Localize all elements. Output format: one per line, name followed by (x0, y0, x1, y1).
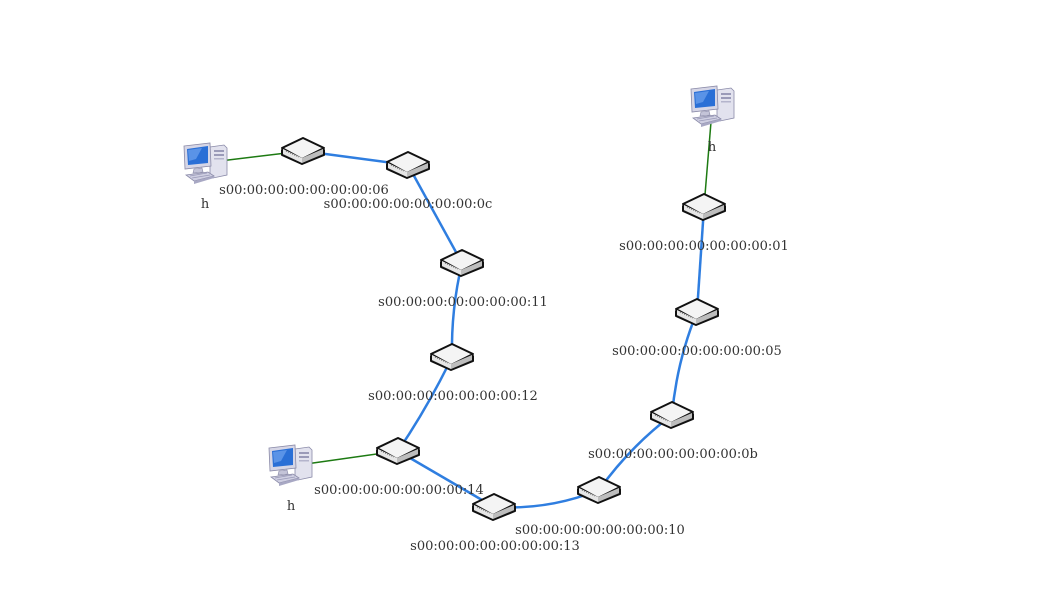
switch-link-line (670, 311, 699, 416)
switch-icon (577, 476, 621, 504)
switch-icon (675, 298, 719, 326)
switch-label: s00:00:00:00:00:00:00:01 (619, 239, 789, 254)
switch-node[interactable]: s00:00:00:00:00:00:00:14 (314, 437, 484, 498)
host-node[interactable]: h (268, 444, 313, 514)
computer-icon (268, 444, 313, 487)
switch-node[interactable]: s00:00:00:00:00:00:00:12 (368, 343, 538, 404)
switch-icon (650, 401, 694, 429)
switch-link-line (695, 206, 706, 313)
switch-icon (386, 151, 430, 179)
switch-link-line (397, 449, 495, 509)
switch-node[interactable]: s00:00:00:00:00:00:00:0c (324, 151, 493, 212)
computer-icon (690, 85, 735, 128)
host-label: h (287, 499, 296, 514)
switch-label: s00:00:00:00:00:00:00:10 (515, 523, 685, 538)
host-label: h (708, 140, 717, 155)
switch-node[interactable]: s00:00:00:00:00:00:00:0b (588, 401, 758, 462)
switch-node[interactable]: s00:00:00:00:00:00:00:01 (619, 193, 789, 254)
switch-node[interactable]: s00:00:00:00:00:00:00:11 (378, 249, 548, 310)
switch-link-line (396, 356, 454, 452)
switch-icon (430, 343, 474, 371)
switch-icon (440, 249, 484, 277)
switch-link-line (406, 164, 464, 264)
switch-label: s00:00:00:00:00:00:00:14 (314, 483, 484, 498)
switch-label: s00:00:00:00:00:00:00:12 (368, 389, 538, 404)
switch-label: s00:00:00:00:00:00:00:0b (588, 447, 758, 462)
host-node[interactable]: h (183, 142, 228, 212)
switch-link-line (450, 262, 464, 358)
switch-icon (281, 137, 325, 165)
switch-node[interactable]: s00:00:00:00:00:00:00:13 (410, 493, 580, 554)
host-node[interactable]: h (690, 85, 735, 155)
switch-icon (682, 193, 726, 221)
computer-icon (183, 142, 228, 185)
switch-node[interactable]: s00:00:00:00:00:00:00:10 (515, 476, 685, 538)
switch-label: s00:00:00:00:00:00:00:13 (410, 539, 580, 554)
switch-node[interactable]: s00:00:00:00:00:00:00:05 (612, 298, 782, 359)
switch-label: s00:00:00:00:00:00:00:11 (378, 295, 548, 310)
switch-node[interactable]: s00:00:00:00:00:00:00:06 (219, 137, 389, 198)
switch-label: s00:00:00:00:00:00:00:0c (324, 197, 493, 212)
host-label: h (201, 197, 210, 212)
switch-label: s00:00:00:00:00:00:00:06 (219, 183, 389, 198)
switch-label: s00:00:00:00:00:00:00:05 (612, 344, 782, 359)
